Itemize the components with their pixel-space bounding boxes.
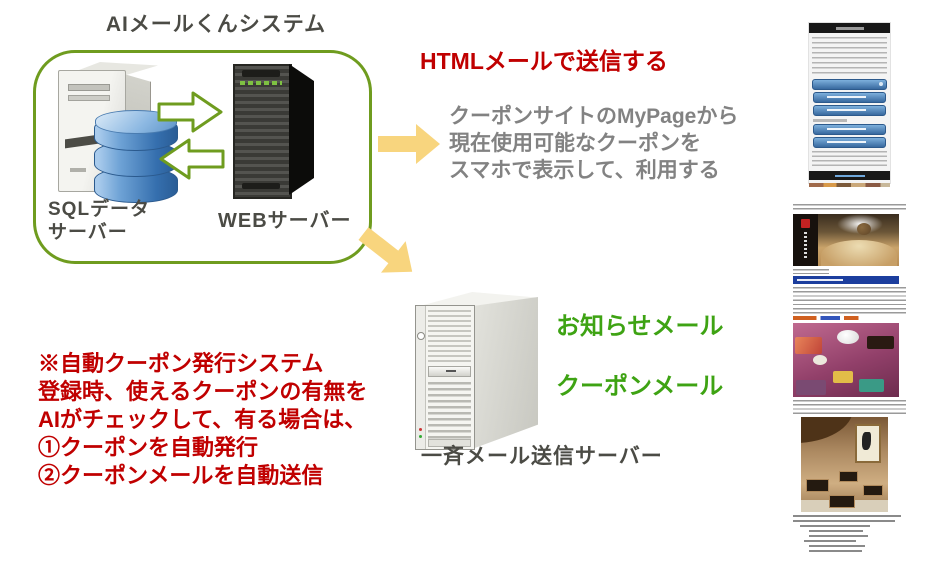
mail-server-side bbox=[472, 297, 538, 449]
red-seal-stamp bbox=[801, 219, 810, 228]
text-line-placeholder bbox=[813, 119, 848, 122]
mail-server-vents bbox=[428, 382, 471, 442]
text-line-placeholder bbox=[793, 519, 895, 523]
table bbox=[863, 485, 883, 496]
mail-server-led bbox=[419, 435, 422, 438]
mail-server-vents bbox=[428, 310, 471, 362]
mypage-button bbox=[813, 124, 886, 135]
text-line-placeholder bbox=[793, 515, 902, 518]
sql-server-label-line1: SQLデータ bbox=[48, 199, 151, 220]
mypage-button bbox=[813, 105, 886, 116]
mypage-screenshot bbox=[808, 22, 891, 187]
purple-dish bbox=[796, 380, 826, 395]
link-line-placeholder bbox=[793, 316, 877, 320]
web-server-vent bbox=[242, 70, 280, 77]
notice-mail-label: お知らせメール bbox=[556, 313, 724, 340]
black-tray bbox=[867, 336, 894, 349]
shop-info-text bbox=[793, 515, 906, 553]
text-lines-placeholder bbox=[793, 400, 906, 414]
teal-dish bbox=[859, 379, 884, 392]
hotpot-photo bbox=[793, 214, 899, 266]
auto-coupon-note: ※自動クーポン発行システム 登録時、使えるクーポンの有無を AIがチェックして、… bbox=[38, 351, 368, 488]
sql-server-detail bbox=[70, 168, 86, 172]
section-header-bar bbox=[793, 276, 899, 284]
html-mail-heading: HTMLメールで送信する bbox=[420, 48, 668, 74]
mail-server-front bbox=[415, 305, 475, 450]
nec-badge bbox=[446, 370, 457, 372]
sql-server-label-line2: サーバー bbox=[48, 222, 128, 243]
footer-link-placeholder bbox=[834, 174, 865, 177]
text-line-placeholder bbox=[808, 549, 862, 553]
mypage-button bbox=[813, 92, 886, 103]
chevron-circle-icon bbox=[879, 82, 883, 86]
text-lines-placeholder bbox=[812, 151, 887, 168]
text-line-placeholder bbox=[808, 529, 864, 533]
white-bowl bbox=[837, 330, 859, 344]
text-line-placeholder bbox=[804, 539, 857, 543]
database-icon bbox=[94, 110, 178, 203]
table bbox=[806, 479, 829, 492]
power-button-icon bbox=[417, 332, 425, 340]
text-line-placeholder bbox=[799, 524, 870, 528]
restaurant-interior-photo bbox=[801, 417, 888, 512]
flow-arrow-diagonal-icon bbox=[358, 227, 413, 273]
menu-header-bar bbox=[812, 79, 887, 90]
text-line-placeholder bbox=[808, 544, 866, 548]
coupon-usage-text: クーポンサイトのMyPageから 現在使用可能なクーポンを スマホで表示して、利… bbox=[449, 105, 739, 182]
sql-server-drive-slot bbox=[68, 95, 110, 101]
text-lines-placeholder bbox=[812, 37, 887, 77]
section-title-placeholder bbox=[797, 279, 843, 281]
mypage-button bbox=[813, 137, 886, 148]
sashimi-dish bbox=[795, 337, 822, 354]
table bbox=[839, 471, 858, 482]
calligraphy-scroll bbox=[855, 424, 881, 463]
mail-server-foot bbox=[428, 439, 471, 447]
mail-server-panel bbox=[416, 306, 426, 449]
vertical-text-placeholder bbox=[804, 232, 807, 258]
calligraphy-glyph bbox=[862, 432, 871, 450]
web-server-label: WEBサーバー bbox=[218, 210, 352, 232]
system-title: AIメールくんシステム bbox=[105, 13, 327, 36]
web-server-leds bbox=[240, 81, 282, 85]
meal-set-photo bbox=[793, 323, 899, 397]
ceiling-arch bbox=[801, 417, 853, 443]
meatball bbox=[857, 223, 871, 235]
small-bowl bbox=[813, 355, 827, 365]
mail-server-badge-bar bbox=[428, 366, 471, 377]
thumbnail-strip bbox=[809, 183, 890, 187]
data-exchange-arrows-icon bbox=[157, 91, 225, 180]
hotpot-bowl bbox=[821, 240, 897, 266]
flow-arrow-right-icon bbox=[378, 124, 440, 164]
web-server-side bbox=[289, 64, 314, 195]
table bbox=[829, 495, 855, 508]
yellow-dish bbox=[833, 371, 853, 383]
mobile-footer-bar bbox=[809, 171, 890, 180]
mail-server-label: 一斉メール送信サーバー bbox=[421, 445, 663, 468]
mobile-header-bar bbox=[809, 23, 890, 33]
text-lines-placeholder bbox=[793, 204, 906, 212]
text-lines-placeholder bbox=[793, 287, 906, 314]
text-line-placeholder bbox=[793, 269, 830, 274]
coupon-mail-screenshot bbox=[793, 204, 906, 562]
mail-server-led bbox=[419, 428, 422, 431]
sql-server-drive-slot bbox=[68, 84, 110, 91]
text-line-placeholder bbox=[808, 534, 868, 538]
coupon-mail-label: クーポンメール bbox=[556, 373, 724, 400]
header-title-placeholder bbox=[835, 26, 864, 30]
web-server-vent bbox=[242, 183, 280, 189]
